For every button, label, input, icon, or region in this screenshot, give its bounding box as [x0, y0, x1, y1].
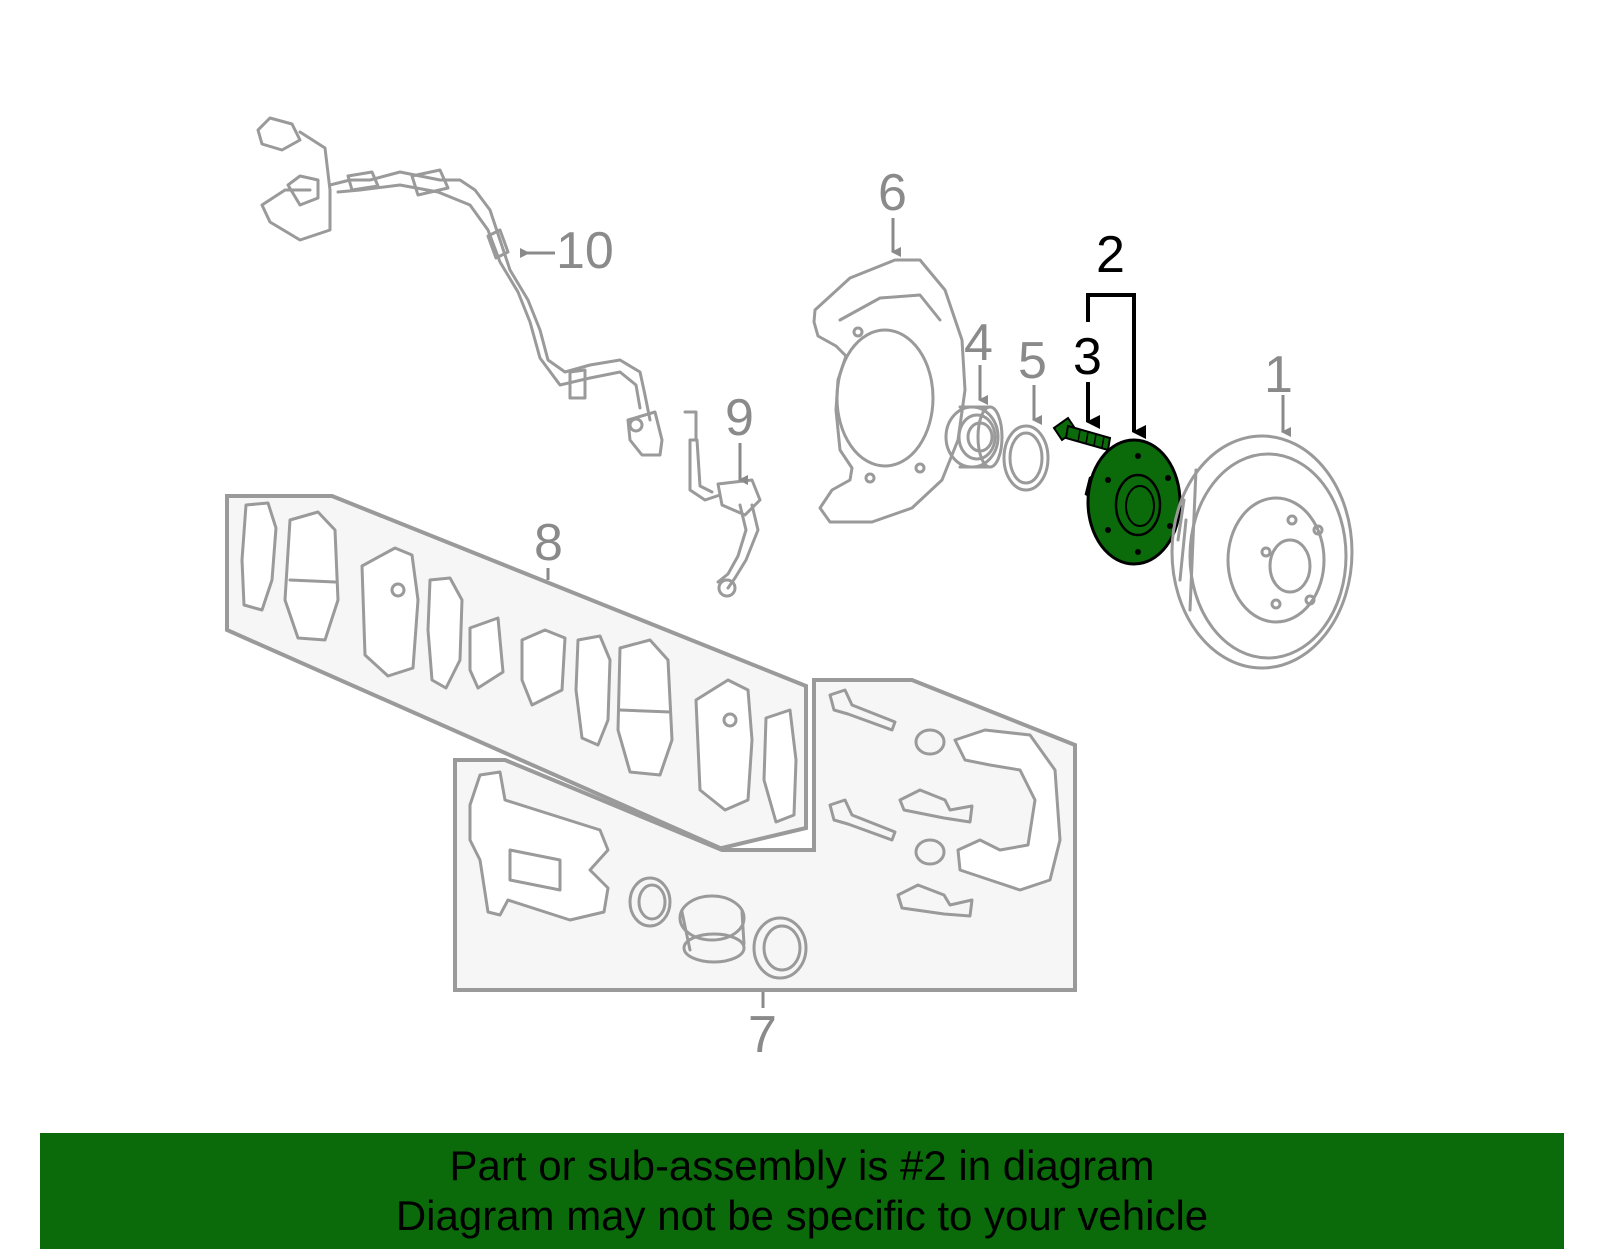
snap-ring: [1002, 424, 1050, 492]
callout-5: 5: [1018, 332, 1047, 390]
callout-2: 2: [1096, 226, 1125, 284]
leader-2: [1086, 293, 1146, 439]
banner-line-1: Part or sub-assembly is #2 in diagram: [449, 1142, 1155, 1189]
wheel-bearing: [944, 405, 1004, 469]
hub-assembly-highlighted: [1084, 438, 1182, 566]
caliper-kit: [453, 678, 1077, 992]
callout-7: 7: [748, 1006, 777, 1064]
callout-9: 9: [725, 389, 754, 447]
callout-1: 1: [1264, 346, 1293, 404]
banner-line-2: Diagram may not be specific to your vehi…: [395, 1192, 1209, 1239]
callout-3: 3: [1073, 328, 1102, 386]
abs-sensor-wire: [256, 116, 664, 457]
callout-8: 8: [534, 514, 563, 572]
callouts: 1 6 4 5 10 9 8 7 2 3: [520, 164, 1293, 1064]
info-banner: Part or sub-assembly is #2 in diagram Di…: [40, 1133, 1564, 1249]
callout-4: 4: [964, 314, 993, 372]
parts-diagram: 1 6 4 5 10 9 8 7 2 3: [225, 116, 1354, 1064]
brake-rotor: [1170, 434, 1354, 670]
callout-6: 6: [878, 164, 907, 222]
callout-10: 10: [556, 222, 614, 280]
hub-bolt: [1052, 416, 1112, 452]
brake-pad-kit: [225, 494, 808, 850]
splash-shield: [812, 258, 967, 524]
